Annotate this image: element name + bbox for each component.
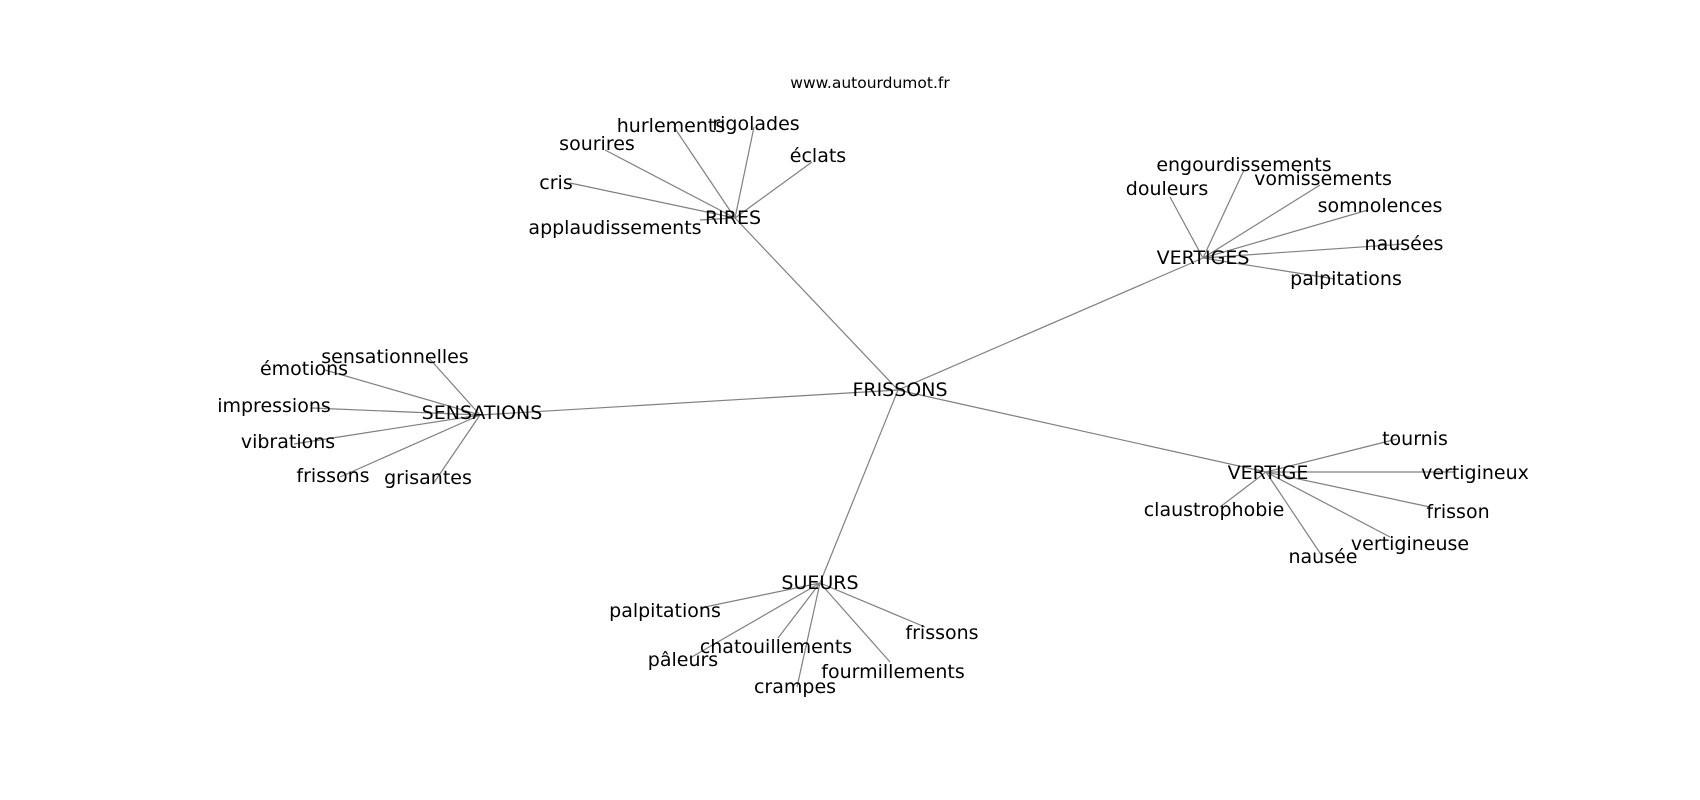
word-node-label[interactable]: applaudissements [528, 217, 701, 239]
word-node-label[interactable]: engourdissements [1156, 154, 1331, 176]
edge-hub-to-word [1265, 471, 1431, 508]
hub-node-label[interactable]: SENSATIONS [422, 402, 543, 424]
edge-hub-to-word [1265, 471, 1323, 557]
word-node-label[interactable]: frissons [905, 622, 978, 644]
center-node-label[interactable]: FRISSONS [852, 379, 947, 401]
word-node-label[interactable]: somnolences [1318, 195, 1443, 217]
edge-hub-to-word [569, 182, 736, 219]
edge-hub-to-word [604, 149, 736, 219]
word-node-label[interactable]: éclats [790, 145, 846, 167]
word-node-label[interactable]: grisantes [384, 467, 472, 489]
hub-node-label[interactable]: VERTIGE [1228, 462, 1309, 484]
edge-hub-to-word [324, 369, 481, 416]
edge-hub-to-word [1169, 196, 1204, 259]
edge-hub-to-word [699, 217, 736, 221]
edge-hub-to-word [1265, 471, 1391, 538]
word-node-label[interactable]: vibrations [241, 431, 335, 453]
word-node-label[interactable]: sensationnelles [321, 346, 468, 368]
edge-hub-to-word [689, 582, 821, 659]
edge-center-to-hub [897, 389, 1267, 473]
edge-hub-to-word [1202, 243, 1405, 259]
edge-center-to-hub [897, 257, 1204, 391]
edge-hub-to-word [819, 582, 891, 663]
edge-hub-to-word [777, 582, 821, 639]
edge-hub-to-word [1219, 471, 1267, 508]
word-node-label[interactable]: vertigineuse [1351, 533, 1469, 555]
word-node-label[interactable]: vomissements [1254, 168, 1392, 190]
word-node-label[interactable]: claustrophobie [1144, 499, 1285, 521]
edge-hub-to-word [796, 582, 821, 688]
word-node-label[interactable]: fourmillements [821, 661, 964, 683]
word-node-label[interactable]: frissons [296, 465, 369, 487]
word-node-label[interactable]: rigolades [712, 113, 799, 135]
edge-hub-to-word [819, 582, 926, 628]
edge-center-to-hub [734, 217, 899, 391]
edge-hub-to-word [673, 126, 736, 219]
hub-node-label[interactable]: VERTIGES [1157, 247, 1250, 269]
edge-hub-to-word [432, 414, 481, 485]
word-node-label[interactable]: chatouillements [700, 636, 852, 658]
edge-hub-to-word [427, 356, 481, 416]
word-node-label[interactable]: vertigineux [1421, 462, 1529, 484]
edge-hub-to-word [734, 161, 813, 219]
edge-hub-to-word [339, 414, 481, 478]
site-url: www.autourdumot.fr [790, 74, 950, 92]
word-node-label[interactable]: nausée [1288, 546, 1357, 568]
word-node-label[interactable]: pâleurs [648, 649, 718, 671]
hub-node-label[interactable]: RIRES [705, 207, 761, 229]
edge-hub-to-word [1202, 257, 1336, 280]
edge-hub-to-word [1202, 169, 1245, 259]
edge-hub-to-word [1202, 209, 1369, 259]
edge-hub-to-word [311, 407, 481, 416]
edge-hub-to-word [734, 126, 755, 219]
hub-node-label[interactable]: SUEURS [781, 572, 858, 594]
edge-center-to-hub [479, 389, 899, 416]
word-node-label[interactable]: sourires [559, 133, 635, 155]
edge-hub-to-word [699, 582, 821, 609]
word-node-label[interactable]: frisson [1426, 501, 1489, 523]
word-node-label[interactable]: impressions [217, 395, 331, 417]
word-node-label[interactable]: hurlements [617, 115, 725, 137]
edge-center-to-hub [819, 389, 899, 584]
edge-hub-to-word [1202, 184, 1321, 259]
word-node-label[interactable]: émotions [260, 358, 348, 380]
edge-hub-to-word [1265, 438, 1398, 473]
word-node-label[interactable]: palpitations [1290, 268, 1402, 290]
word-node-label[interactable]: tournis [1382, 428, 1448, 450]
word-node-label[interactable]: crampes [754, 676, 836, 698]
word-node-label[interactable]: douleurs [1126, 178, 1208, 200]
word-node-label[interactable]: palpitations [609, 600, 721, 622]
word-node-label[interactable]: cris [539, 172, 572, 194]
word-node-label[interactable]: nausées [1365, 233, 1444, 255]
edge-hub-to-word [293, 414, 481, 445]
